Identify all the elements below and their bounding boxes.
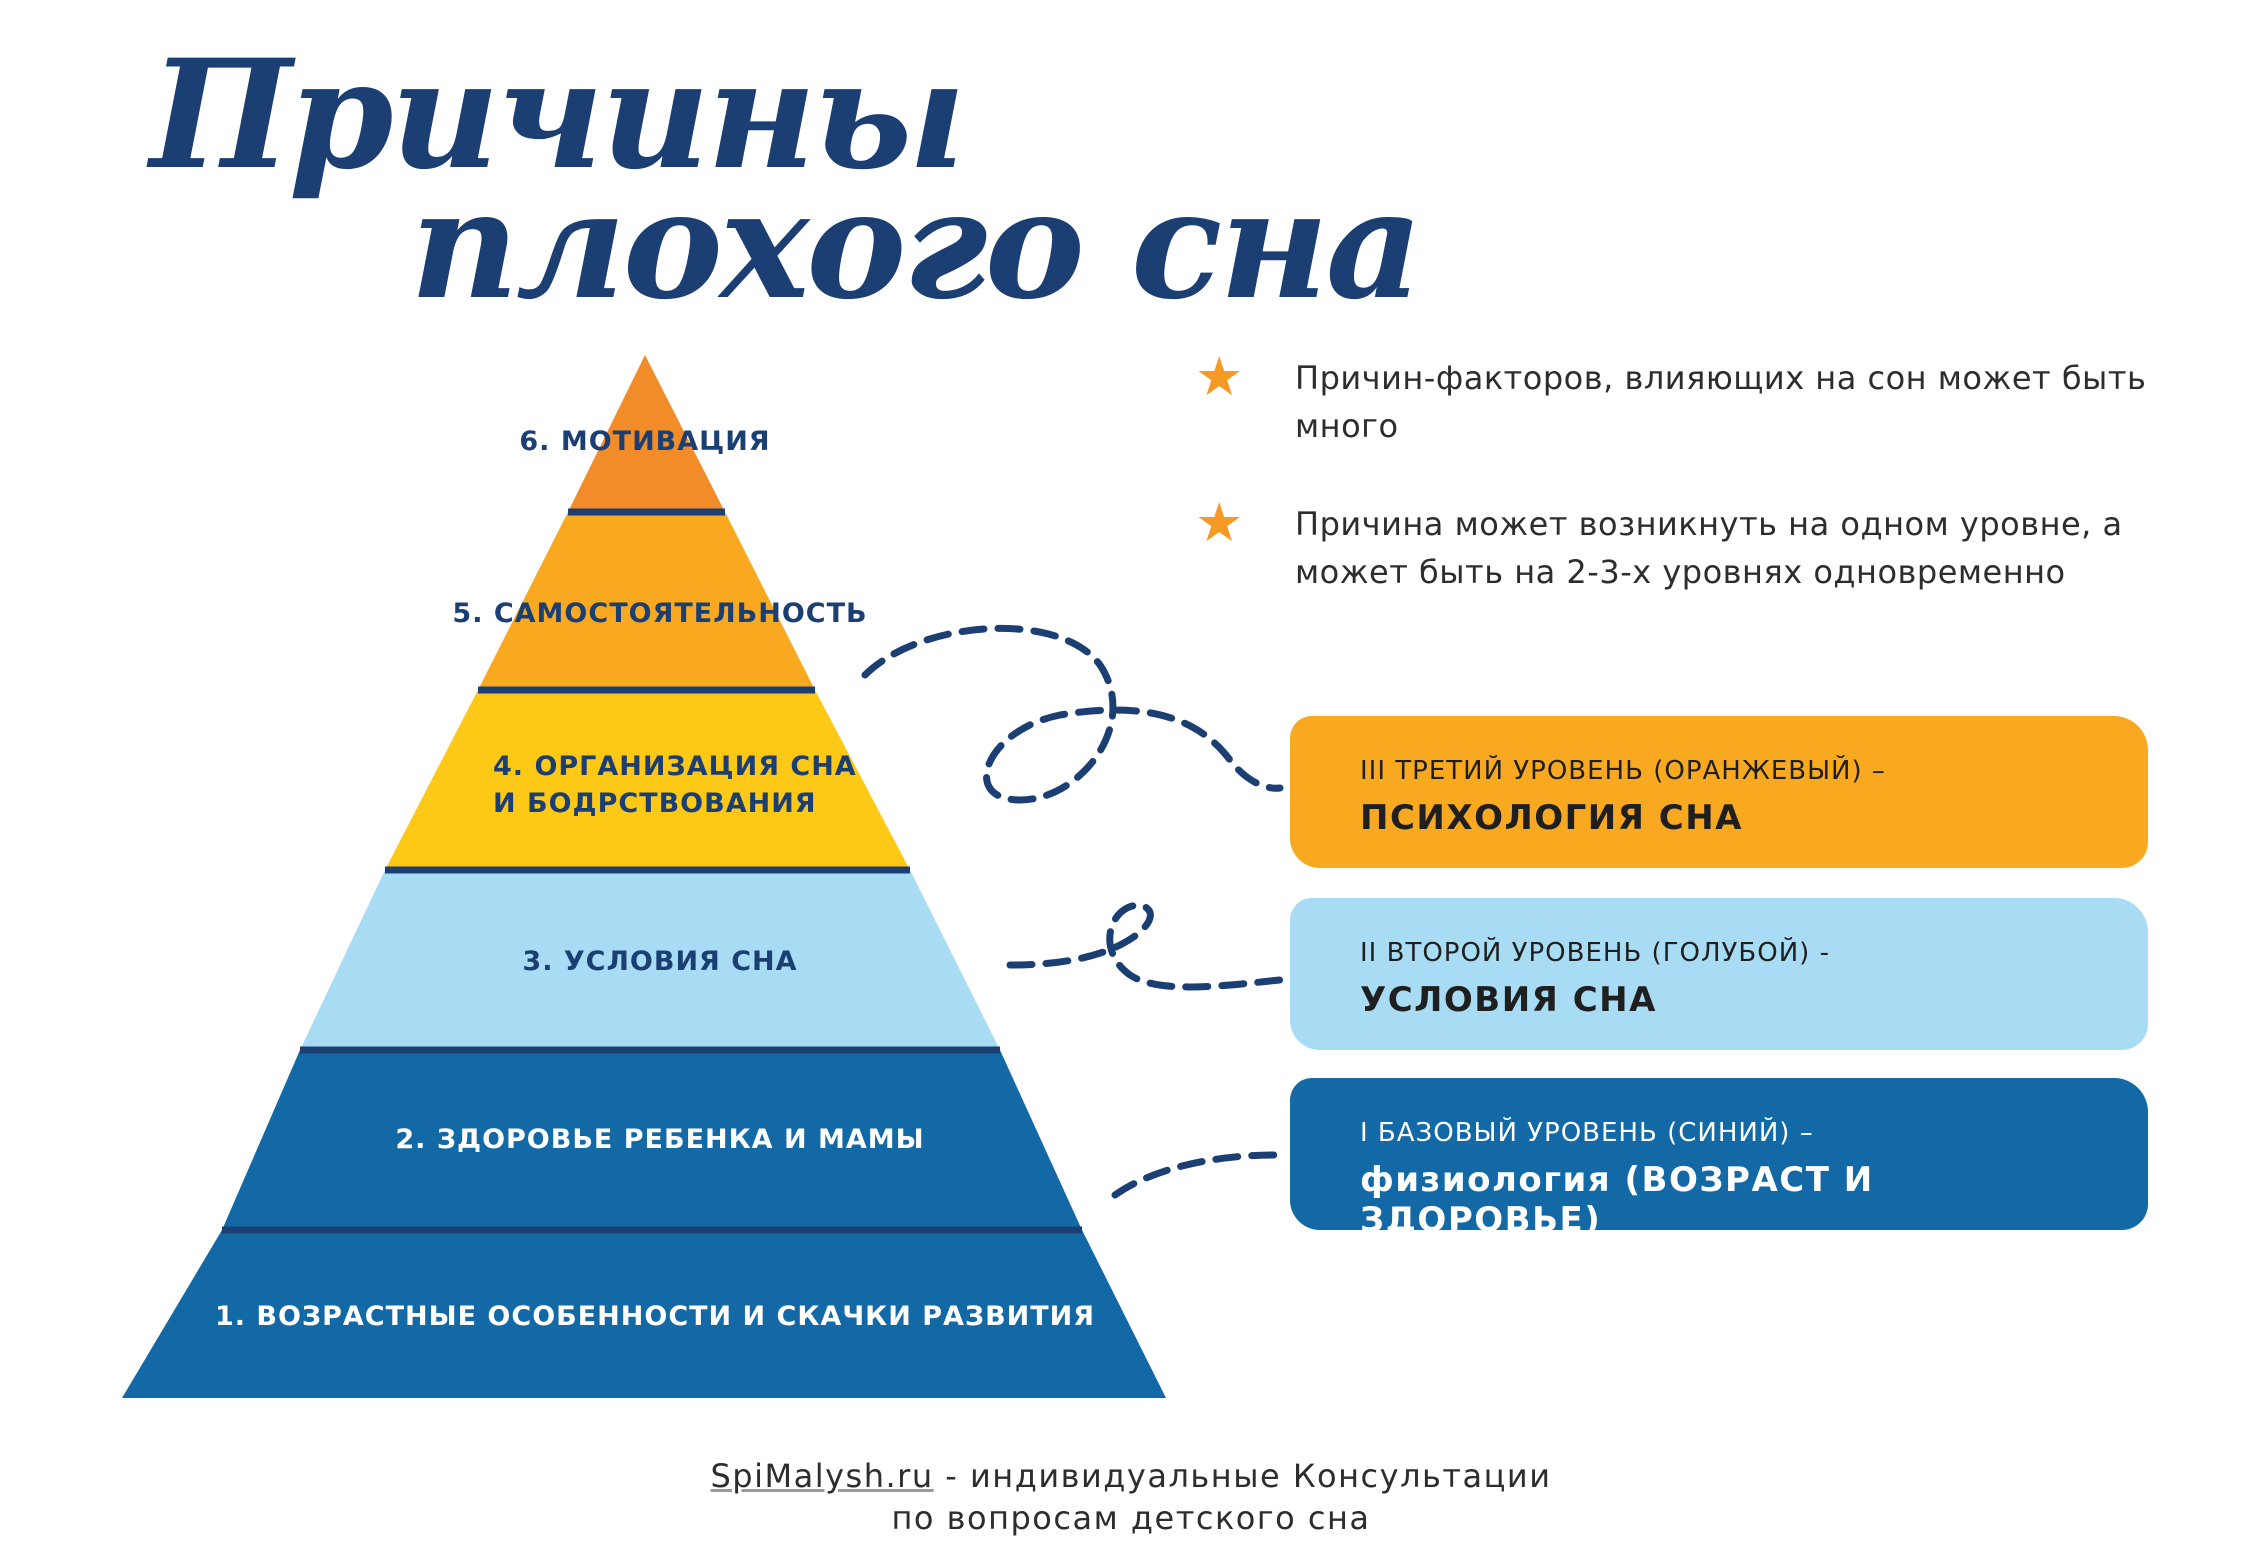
pyramid-label-4-line-1: 4. ОРГАНИЗАЦИЯ СНА xyxy=(493,751,857,782)
connector-physiology xyxy=(1111,1151,1279,1199)
card-subtitle: II ВТОРОЙ УРОВЕНЬ (ГОЛУБОЙ) - xyxy=(1360,938,1830,968)
card-title: УСЛОВИЯ СНА xyxy=(1360,980,1657,1020)
pyramid-label-2: 2. ЗДОРОВЬЕ РЕБЕНКА И МАМЫ xyxy=(395,1124,924,1155)
level-card-psychology: III ТРЕТИЙ УРОВЕНЬ (ОРАНЖЕВЫЙ) – ПСИХОЛО… xyxy=(1290,716,2148,868)
footer: SpiMalysh.ru - индивидуальные Консультац… xyxy=(0,1455,2262,1539)
pyramid-label-3: 3. УСЛОВИЯ СНА xyxy=(522,946,797,977)
pyramid-level-3 xyxy=(300,870,1000,1050)
footer-line-1-text: - индивидуальные Консультации xyxy=(933,1457,1552,1495)
pyramid: 1. ВОЗРАСТНЫЕ ОСОБЕННОСТИ И СКАЧКИ РАЗВИ… xyxy=(122,355,1166,1398)
card-subtitle: III ТРЕТИЙ УРОВЕНЬ (ОРАНЖЕВЫЙ) – xyxy=(1360,756,1886,786)
pyramid-level-6 xyxy=(568,355,725,512)
footer-line-2: по вопросам детского сна xyxy=(891,1499,1371,1537)
bullet-text: Причин-факторов, влияющих на сон может б… xyxy=(1295,359,2147,445)
connector-psychology xyxy=(861,624,1284,804)
pyramid-label-5: 5. САМОСТОЯТЕЛЬНОСТЬ xyxy=(452,598,867,629)
pyramid-label-6: 6. МОТИВАЦИЯ xyxy=(519,426,770,457)
pyramid-level-2 xyxy=(222,1050,1082,1230)
connector-conditions xyxy=(1006,901,1284,991)
pyramid-level-5 xyxy=(478,512,815,690)
level-card-conditions: II ВТОРОЙ УРОВЕНЬ (ГОЛУБОЙ) - УСЛОВИЯ СН… xyxy=(1290,898,2148,1050)
pyramid-level-4 xyxy=(385,690,910,870)
site-link[interactable]: SpiMalysh.ru xyxy=(710,1457,934,1495)
pyramid-label-4-line-2: И БОДРСТВОВАНИЯ xyxy=(493,788,817,819)
title-line-2: плохого сна xyxy=(410,157,1423,333)
pyramid-label-1: 1. ВОЗРАСТНЫЕ ОСОБЕННОСТИ И СКАЧКИ РАЗВИ… xyxy=(215,1301,1095,1332)
card-title: ПСИХОЛОГИЯ СНА xyxy=(1360,798,1743,838)
bullet-text: Причина может возникнуть на одном уровне… xyxy=(1295,505,2123,591)
level-card-physiology: I БАЗОВЫЙ УРОВЕНЬ (СИНИЙ) – физиология (… xyxy=(1290,1078,2148,1240)
card-title: физиология (ВОЗРАСТ И ЗДОРОВЬЕ) xyxy=(1360,1160,1874,1240)
card-subtitle: I БАЗОВЫЙ УРОВЕНЬ (СИНИЙ) – xyxy=(1360,1118,1814,1148)
pyramid-level-1 xyxy=(122,1230,1166,1398)
connectors xyxy=(861,624,1284,1199)
bullet-item: ★ Причина может возникнуть на одном уров… xyxy=(1195,496,2215,596)
bullet-item: ★ Причин-факторов, влияющих на сон может… xyxy=(1195,350,2215,450)
footer-line-1: SpiMalysh.ru - индивидуальные Консультац… xyxy=(0,1455,2262,1497)
page-title: Причины плохого сна xyxy=(150,27,1423,333)
star-icon: ★ xyxy=(1195,491,1244,554)
star-icon: ★ xyxy=(1195,345,1244,408)
title-line-1: Причины xyxy=(150,27,966,203)
